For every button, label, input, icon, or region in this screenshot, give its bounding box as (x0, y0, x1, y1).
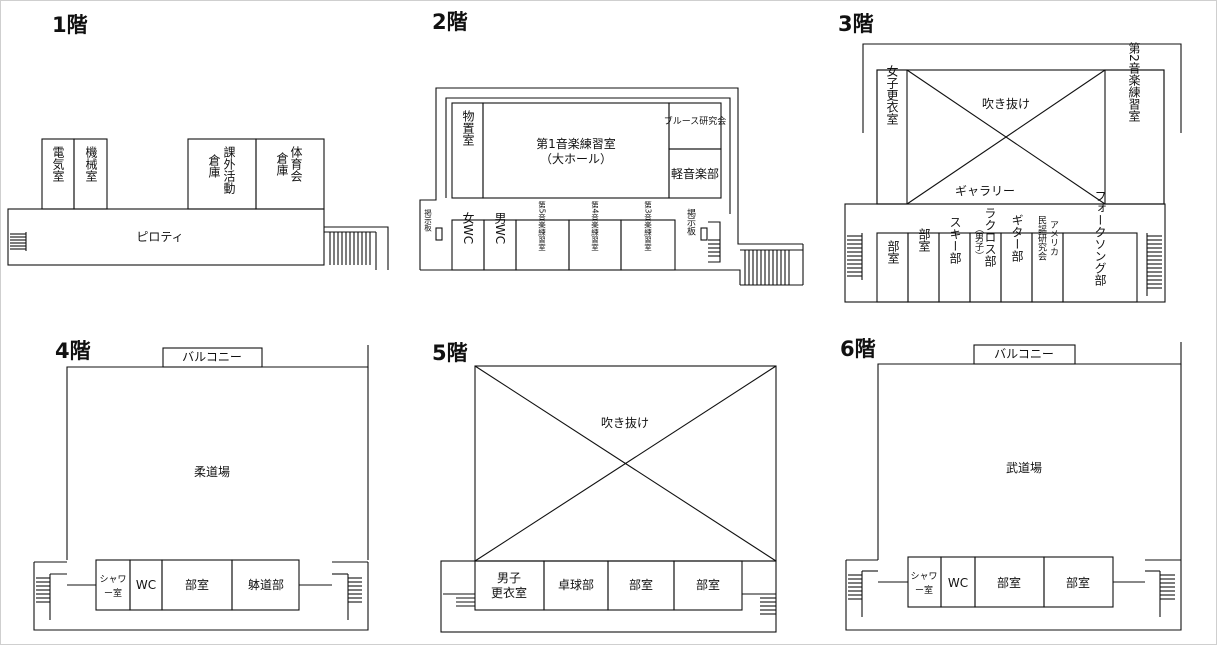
label-martial-arts: 武道場 (1006, 461, 1042, 475)
label-storage-2f: 物置室 (461, 110, 475, 146)
label-storage-1: 倉庫 (207, 153, 221, 179)
label-club-6f-a: 部室 (997, 575, 1021, 590)
label-lacrosse-note: （男子） (973, 224, 984, 260)
label-ski: スキー部 (948, 216, 962, 264)
stair-4f-right (332, 573, 362, 620)
floor-1-title: 1階 (52, 13, 88, 37)
upper-block-3f (876, 69, 1165, 205)
roof-outline-3f (862, 43, 1182, 133)
label-piloti: ピロティ (136, 230, 183, 244)
label-main-hall: （大ホール） (540, 152, 612, 166)
room-machine (73, 138, 108, 210)
label-shower-b-4f: ー室 (104, 587, 122, 599)
floor-2-plan: 2階 (419, 10, 804, 286)
label-board-left: 掲示板 (423, 207, 432, 232)
stair-2f-left (708, 221, 721, 263)
stair-5f-left (443, 593, 475, 607)
label-club-6f-b: 部室 (1066, 575, 1090, 590)
label-folksong: フォークソング部 (1093, 190, 1107, 286)
label-music-3: 第3音楽練習室 (643, 200, 652, 251)
label-wc-6f: WC (948, 576, 968, 590)
room-shower-4f (95, 559, 131, 611)
room-folksong (1062, 232, 1138, 303)
label-wc-women: 女WC (461, 210, 475, 244)
label-board-right: 掲示板 (685, 208, 696, 236)
label-club-b: 部室 (917, 227, 931, 252)
floor-3-plan: 3階 女子更衣室 (838, 12, 1182, 303)
floor-1-plan: 1階 電気室 機械室 課外活動 倉庫 (7, 13, 389, 270)
floor-4-title: 4階 (55, 339, 91, 363)
floor-6-plan: 6階 バルコニー 武道場 シャワ ー室 WC 部室 (840, 337, 1182, 631)
label-electric-room: 電気室 (51, 146, 65, 182)
label-shower-b-6f: ー室 (915, 584, 933, 596)
label-music-5: 第5音楽練習室 (537, 200, 546, 251)
stair-6f-right (1145, 570, 1175, 617)
label-folk-research: 民謡研究会 (1036, 215, 1047, 261)
floor-5-title: 5階 (432, 341, 468, 365)
label-men-locker-b: 更衣室 (491, 585, 527, 600)
label-music-1: 第1音楽練習室 (536, 136, 616, 151)
notice-board-right (700, 227, 708, 241)
floor-3-title: 3階 (838, 12, 874, 36)
label-club-4f: 部室 (185, 577, 209, 592)
room-shower-6f (907, 556, 942, 608)
stair-5f-right (742, 593, 776, 615)
stair-4f-left (36, 573, 67, 620)
stair-right (324, 226, 389, 270)
label-judo: 柔道場 (194, 465, 230, 479)
label-music-4: 第4音楽練習室 (590, 200, 599, 251)
label-men-locker-a: 男子 (497, 571, 521, 585)
outer-wall-6f (877, 342, 1182, 560)
label-gallery: ギャラリー (955, 184, 1015, 198)
room-sports (255, 138, 325, 210)
label-extracurricular: 課外活動 (222, 145, 236, 194)
floor-4-plan: 4階 バルコニー 柔道場 シャワ ー室 WC 部室 (33, 339, 369, 631)
label-wc-4f: WC (136, 578, 156, 592)
outer-wall-2f (419, 87, 803, 270)
room-club-5f-b (673, 560, 743, 611)
floor-5-plan: 5階 吹き抜け 男子 更衣室 卓球部 部室 部室 (432, 341, 777, 633)
label-light-music: 軽音楽部 (671, 166, 719, 181)
stair-6f-left (848, 570, 878, 617)
notice-board-left (435, 227, 443, 241)
label-guitar: ギター部 (1010, 214, 1024, 262)
outer-wall-4f (66, 345, 369, 560)
room-light-music (668, 148, 722, 199)
label-wc-men: 男WC (493, 212, 507, 244)
label-shower-a-4f: シャワ (99, 575, 126, 585)
label-music-2: 第2音楽練習室 (1127, 42, 1141, 122)
label-balcony-6f: バルコニー (994, 347, 1054, 361)
label-shower-a-6f: シャワ (910, 572, 937, 582)
label-america: アメリカ (1048, 220, 1058, 256)
floor-2-title: 2階 (432, 10, 468, 34)
label-taido: 躰道部 (248, 577, 284, 592)
label-balcony-4f: バルコニー (182, 350, 242, 364)
label-women-locker: 女子更衣室 (885, 64, 899, 125)
stair-2f-right (740, 244, 804, 286)
label-club-a: 部室 (886, 239, 900, 264)
label-athletic-assoc: 体育会 (289, 146, 303, 183)
room-music-3 (620, 219, 676, 271)
label-atrium-3f: 吹き抜け (982, 97, 1030, 111)
label-atrium-5f: 吹き抜け (601, 416, 649, 430)
label-pingpong: 卓球部 (558, 577, 594, 592)
label-club-5f-b: 部室 (696, 577, 720, 592)
label-blues: ブルース研究会 (664, 115, 727, 127)
label-lacrosse: ラクロス部 (983, 207, 997, 267)
label-storage-2: 倉庫 (275, 151, 289, 177)
label-club-5f-a: 部室 (629, 577, 653, 592)
stair-left (10, 232, 27, 251)
stair-3f-left (847, 233, 863, 280)
label-machine-room: 機械室 (84, 145, 98, 182)
piloti-area (7, 208, 325, 266)
stair-3f-right (1146, 233, 1162, 296)
floor-6-title: 6階 (840, 337, 876, 361)
